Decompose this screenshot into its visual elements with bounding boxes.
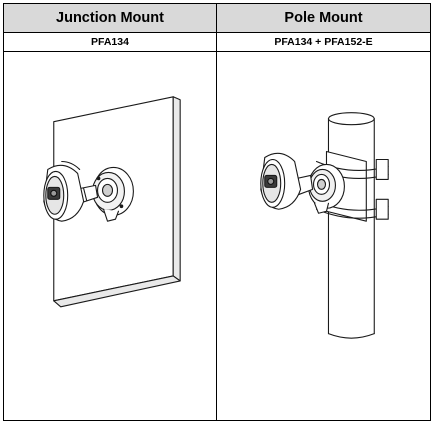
header-row: Junction Mount Pole Mount: [3, 3, 431, 33]
junction-mount-model: PFA134: [3, 32, 217, 52]
junction-box: [308, 163, 345, 214]
model-row: PFA134 PFA134 + PFA152-E: [3, 32, 431, 52]
mount-comparison-table: Junction Mount Pole Mount PFA134 PFA134 …: [3, 3, 431, 422]
pole-mount-model: PFA134 + PFA152-E: [216, 32, 431, 52]
bullet-camera: [43, 160, 85, 222]
pole-mount-cell: [216, 50, 431, 422]
junction-mount-cell: [3, 50, 217, 422]
pole-mount-illustration: [260, 112, 389, 339]
illustration-row: [3, 50, 431, 422]
pole: [327, 112, 375, 339]
pole-mount-header: Pole Mount: [216, 3, 431, 33]
junction-mount-wall-illustration: [43, 96, 181, 308]
junction-mount-header: Junction Mount: [3, 3, 217, 33]
bullet-camera: [260, 152, 302, 210]
junction-box: [92, 166, 134, 222]
